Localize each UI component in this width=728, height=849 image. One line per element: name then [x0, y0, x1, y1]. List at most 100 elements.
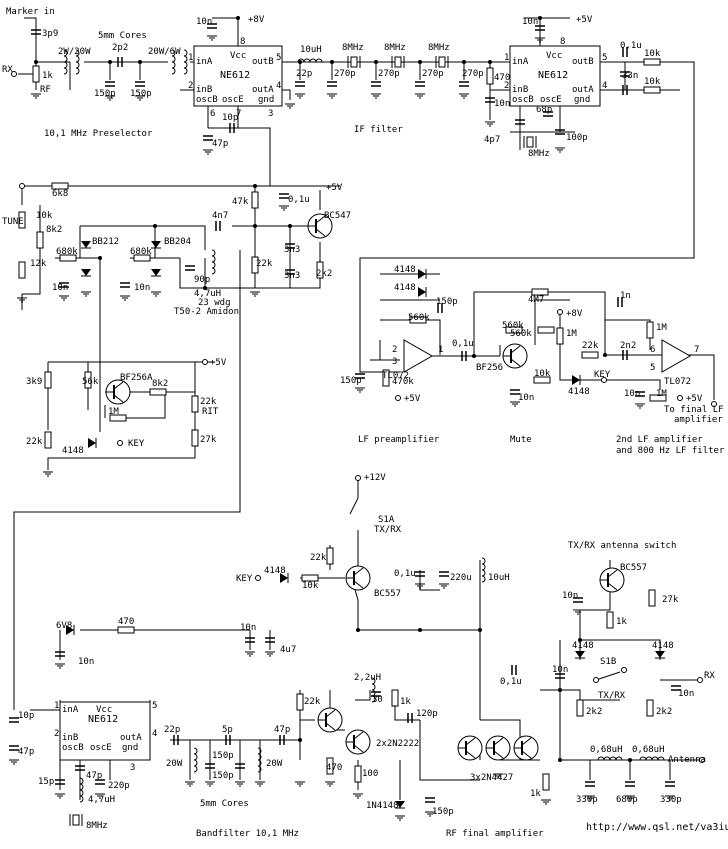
svg-text:8MHz: 8MHz [528, 149, 550, 159]
capacitor-680p [624, 781, 636, 787]
resistor-22k-b [581, 351, 599, 359]
supply-5v-d: +5V [404, 394, 421, 404]
resistor-27k-b [648, 589, 656, 607]
svg-text:10n: 10n [240, 623, 256, 633]
label-rf: RF [40, 85, 51, 95]
trimmer-90p [184, 265, 196, 271]
svg-text:10k: 10k [36, 211, 53, 221]
label-to-final: To final LF [664, 405, 724, 415]
resistor-3k9 [44, 371, 52, 389]
svg-text:1M: 1M [656, 323, 667, 333]
svg-text:BC557: BC557 [374, 589, 401, 599]
u2-name: NE612 [538, 70, 568, 81]
svg-text:47k: 47k [232, 197, 249, 207]
svg-text:10n: 10n [522, 17, 538, 27]
label-txrx-b: TX/RX [598, 691, 626, 701]
diode-4148-a [417, 268, 427, 280]
svg-text:30: 30 [372, 695, 383, 705]
label-amidon-1: 4,7uH [194, 289, 221, 299]
svg-text:8MHz: 8MHz [86, 821, 108, 831]
resistor-470-a [486, 67, 494, 85]
label-amplifier: amplifier [674, 415, 723, 425]
svg-text:3: 3 [268, 109, 273, 119]
svg-text:2p2: 2p2 [112, 43, 128, 53]
svg-text:BB204: BB204 [164, 237, 191, 247]
svg-text:0,1u: 0,1u [394, 569, 416, 579]
svg-text:270p: 270p [334, 69, 356, 79]
junctions [34, 16, 632, 762]
supply-5v-a: +5V [576, 15, 593, 25]
label-antenna: Antenna [668, 755, 706, 765]
svg-text:inB: inB [196, 85, 212, 95]
svg-text:0,1u: 0,1u [452, 339, 474, 349]
svg-text:1N4148: 1N4148 [366, 801, 399, 811]
svg-text:outA: outA [252, 85, 274, 95]
svg-text:0,68uH: 0,68uH [590, 745, 623, 755]
svg-text:inA: inA [62, 705, 79, 715]
resistor-1k-c [391, 689, 399, 707]
capacitor-0u1-e [511, 664, 517, 676]
svg-text:8MHz: 8MHz [384, 43, 406, 53]
svg-text:oscB: oscB [196, 95, 218, 105]
label-s1a: S1A [378, 515, 395, 525]
resistor-2k2-c [646, 699, 654, 717]
svg-text:8: 8 [560, 37, 565, 47]
label-txrx-a: TX/RX [374, 525, 402, 535]
svg-text:oscB: oscB [512, 95, 534, 105]
svg-text:20W: 20W [266, 759, 283, 769]
capacitor-150p-g [424, 797, 436, 803]
svg-text:560k: 560k [510, 329, 532, 339]
transformer-20w-a [193, 747, 198, 773]
svg-text:4,7uH: 4,7uH [88, 795, 115, 805]
svg-text:1: 1 [438, 345, 443, 355]
svg-text:1k: 1k [530, 789, 541, 799]
svg-text:10n: 10n [678, 689, 694, 699]
svg-text:BF256: BF256 [476, 363, 503, 373]
caption-antenna-switch: TX/RX antenna switch [568, 541, 676, 551]
label-marker-in: Marker in [6, 7, 55, 17]
svg-text:8k2: 8k2 [46, 225, 62, 235]
svg-text:270p: 270p [462, 69, 484, 79]
svg-text:1M: 1M [566, 329, 577, 339]
svg-text:3: 3 [392, 357, 397, 367]
resistor-8k2-a [36, 231, 44, 249]
svg-text:2k2: 2k2 [316, 269, 332, 279]
label-5mm-cores: 5mm Cores [98, 31, 147, 41]
svg-text:4148: 4148 [264, 566, 286, 576]
svg-text:6: 6 [650, 345, 655, 355]
components [8, 23, 717, 827]
svg-text:22k: 22k [200, 397, 217, 407]
label-key-mute: KEY [594, 370, 611, 380]
svg-text:330p: 330p [660, 795, 682, 805]
svg-text:Vcc: Vcc [546, 51, 562, 61]
ne612-u2 [509, 45, 601, 107]
svg-text:2k2: 2k2 [586, 707, 602, 717]
svg-text:inA: inA [196, 57, 213, 67]
svg-text:10n: 10n [552, 665, 568, 675]
svg-text:BC547: BC547 [324, 211, 351, 221]
svg-text:1M: 1M [108, 407, 119, 417]
svg-text:oscE: oscE [222, 95, 244, 105]
svg-text:2,2uH: 2,2uH [354, 673, 381, 683]
svg-text:150p: 150p [130, 89, 152, 99]
svg-text:10k: 10k [644, 49, 661, 59]
svg-text:8: 8 [240, 37, 245, 47]
capacitor-270p-c [414, 81, 426, 87]
resistor-8k2-b [149, 388, 167, 396]
transistor-2n4427-b [485, 735, 511, 761]
svg-text:5: 5 [602, 53, 607, 63]
svg-text:22k: 22k [582, 341, 599, 351]
svg-text:2n2: 2n2 [620, 341, 636, 351]
svg-text:10n: 10n [562, 591, 578, 601]
svg-text:22k: 22k [256, 259, 273, 269]
svg-text:6V8: 6V8 [56, 621, 72, 631]
svg-text:7: 7 [236, 109, 241, 119]
resistor-1m-a [556, 327, 564, 345]
svg-text:22p: 22p [164, 725, 180, 735]
source-url: http://www.qsl.net/va3iul [586, 822, 728, 833]
inductor-10uh-b [481, 557, 486, 583]
varicap-bb204 [150, 240, 162, 249]
svg-text:8k2: 8k2 [152, 379, 168, 389]
svg-text:4148: 4148 [572, 641, 594, 651]
